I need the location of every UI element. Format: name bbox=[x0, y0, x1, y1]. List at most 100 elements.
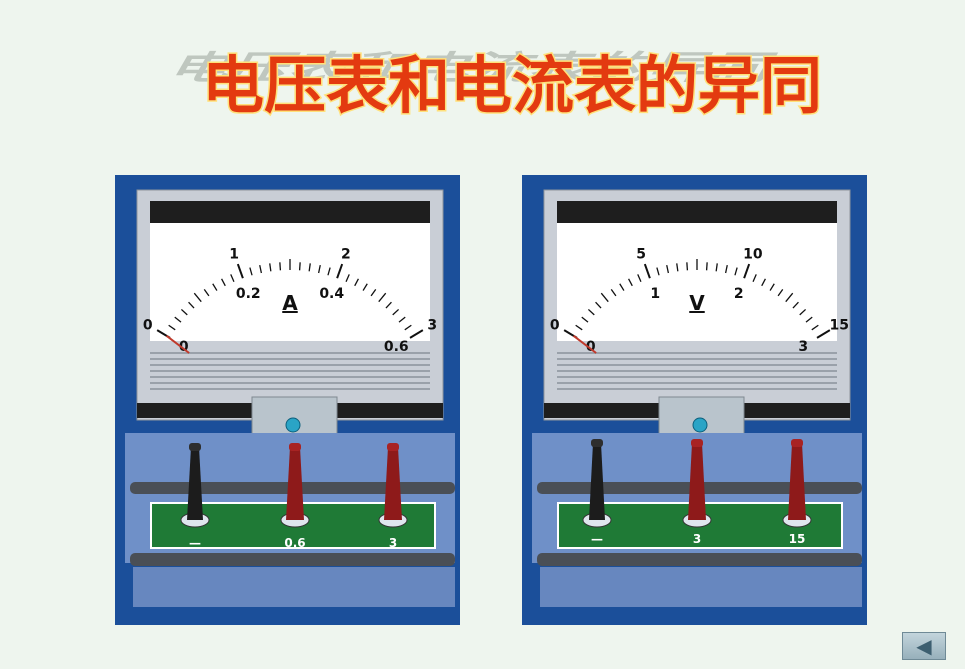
ammeter: 0 1 2 3 0 0.2 0.4 0.6 A — 0.6 3 bbox=[115, 175, 460, 625]
voltmeter-outer-label: 15 bbox=[830, 318, 849, 334]
ammeter-tick bbox=[345, 274, 350, 282]
ammeter-inner-label: 0.4 bbox=[319, 286, 344, 302]
voltmeter-tick bbox=[676, 263, 679, 272]
voltmeter-unit-label: V bbox=[689, 291, 705, 315]
voltmeter-tick bbox=[792, 301, 799, 309]
voltmeter-tick bbox=[643, 263, 651, 279]
ammeter-dial-face bbox=[150, 223, 430, 341]
ammeter-outer-label: 2 bbox=[341, 247, 351, 263]
voltmeter-tick bbox=[743, 263, 751, 279]
voltmeter-zero-screw[interactable] bbox=[692, 417, 708, 433]
voltmeter-tick bbox=[575, 324, 583, 331]
ammeter-tick bbox=[370, 288, 377, 297]
voltmeter-terminal-negative-label: — bbox=[591, 532, 603, 546]
ammeter-tick bbox=[308, 263, 311, 272]
ammeter-tick bbox=[327, 267, 331, 276]
voltmeter-terminal-15-label: 15 bbox=[789, 532, 806, 546]
ammeter-terminal-negative[interactable]: — bbox=[180, 443, 210, 550]
ammeter-tick bbox=[317, 264, 321, 274]
page-title-text: 电压表和电流表的异同 bbox=[202, 49, 822, 122]
voltmeter-terminal-3[interactable]: 3 bbox=[682, 439, 712, 546]
ammeter-outer-label: 1 bbox=[229, 247, 239, 263]
ammeter-zero-screw[interactable] bbox=[285, 417, 301, 433]
voltmeter-tick bbox=[799, 308, 807, 316]
ammeter-inner-label: 0 bbox=[179, 339, 189, 355]
ammeter-outer-label: 3 bbox=[427, 318, 437, 334]
ammeter-tick bbox=[279, 262, 282, 271]
ammeter-terminal-negative-label: — bbox=[189, 536, 201, 550]
voltmeter-tick bbox=[724, 264, 728, 274]
ammeter-scale: 0 1 2 3 0 0.2 0.4 0.6 bbox=[143, 247, 437, 355]
ammeter-tick bbox=[188, 301, 195, 309]
voltmeter-bar-front bbox=[537, 553, 862, 566]
ammeter-tick bbox=[354, 278, 359, 287]
voltmeter-tick bbox=[686, 262, 689, 271]
ammeter-tick bbox=[212, 283, 218, 291]
ammeter-terminal-0-6-label: 0.6 bbox=[284, 536, 305, 550]
ammeter-tick bbox=[392, 308, 400, 316]
voltmeter-inner-label: 2 bbox=[734, 286, 744, 302]
ammeter-tick bbox=[398, 316, 406, 323]
ammeter-tick bbox=[336, 263, 344, 279]
voltmeter-tick bbox=[666, 264, 670, 274]
ammeter-outer-label: 0 bbox=[143, 318, 153, 334]
ammeter-tick bbox=[203, 288, 210, 297]
voltmeter-terminal-15[interactable]: 15 bbox=[782, 439, 812, 546]
ammeter-terminal-0-6[interactable]: 0.6 bbox=[280, 443, 310, 550]
voltmeter-tick bbox=[761, 278, 766, 287]
voltmeter-inner-label: 3 bbox=[798, 339, 808, 355]
voltmeter-tick bbox=[769, 283, 775, 291]
ammeter-tick bbox=[378, 292, 387, 303]
ammeter-tick bbox=[259, 264, 263, 274]
voltmeter-tick bbox=[610, 288, 617, 297]
ammeter-tick bbox=[409, 329, 424, 339]
voltmeter-tick bbox=[785, 292, 794, 303]
ammeter-terminal-3-label: 3 bbox=[389, 536, 397, 550]
voltmeter-inner-label: 0 bbox=[586, 339, 596, 355]
back-arrow-icon: ◀ bbox=[916, 634, 932, 658]
voltmeter-tick bbox=[715, 263, 718, 272]
ammeter-inner-label: 0.2 bbox=[236, 286, 261, 302]
voltmeter-tick bbox=[816, 329, 831, 339]
ammeter-tick bbox=[221, 278, 226, 287]
voltmeter-tick bbox=[805, 316, 813, 323]
voltmeter-tick bbox=[656, 267, 660, 276]
ammeter-inner-label: 0.6 bbox=[384, 339, 409, 355]
page-title: 电压表和电流表的异同 电压表和电流表的异同 bbox=[163, 48, 824, 124]
voltmeter-tick bbox=[811, 324, 819, 331]
voltmeter-terminal-negative[interactable]: — bbox=[582, 439, 612, 546]
ammeter-unit-label: A bbox=[282, 291, 298, 315]
voltmeter-grill bbox=[557, 352, 837, 390]
voltmeter-tick bbox=[637, 274, 642, 282]
ammeter-grill bbox=[150, 352, 430, 390]
voltmeter-tick bbox=[587, 308, 595, 316]
ammeter-tick bbox=[404, 324, 412, 331]
voltmeter-tick bbox=[600, 292, 609, 303]
ammeter-terminal-3[interactable]: 3 bbox=[378, 443, 408, 550]
voltmeter-tick bbox=[619, 283, 625, 291]
voltmeter-tick bbox=[777, 288, 784, 297]
ammeter-tick bbox=[385, 301, 392, 309]
ammeter-base-foot bbox=[133, 567, 455, 607]
ammeter-tick bbox=[193, 292, 202, 303]
voltmeter-tick bbox=[581, 316, 589, 323]
voltmeter-needle bbox=[572, 335, 597, 354]
voltmeter-window-top bbox=[557, 201, 837, 223]
voltmeter-tick bbox=[595, 301, 602, 309]
ammeter-tick bbox=[168, 324, 176, 331]
voltmeter-tick bbox=[705, 262, 708, 271]
ammeter-tick bbox=[362, 283, 368, 291]
voltmeter-outer-label: 0 bbox=[550, 318, 560, 334]
ammeter-tick bbox=[269, 263, 272, 272]
ammeter-window-top bbox=[150, 201, 430, 223]
voltmeter-dial-face bbox=[557, 223, 837, 341]
voltmeter-inner-label: 1 bbox=[650, 286, 660, 302]
ammeter-tick bbox=[236, 263, 244, 279]
voltmeter-tick bbox=[628, 278, 633, 287]
voltmeter-tick bbox=[752, 274, 757, 282]
back-button[interactable]: ◀ bbox=[902, 632, 946, 660]
ammeter-needle bbox=[165, 335, 190, 354]
voltmeter-outer-label: 10 bbox=[743, 247, 763, 263]
voltmeter-tick bbox=[734, 267, 738, 276]
ammeter-tick bbox=[180, 308, 188, 316]
